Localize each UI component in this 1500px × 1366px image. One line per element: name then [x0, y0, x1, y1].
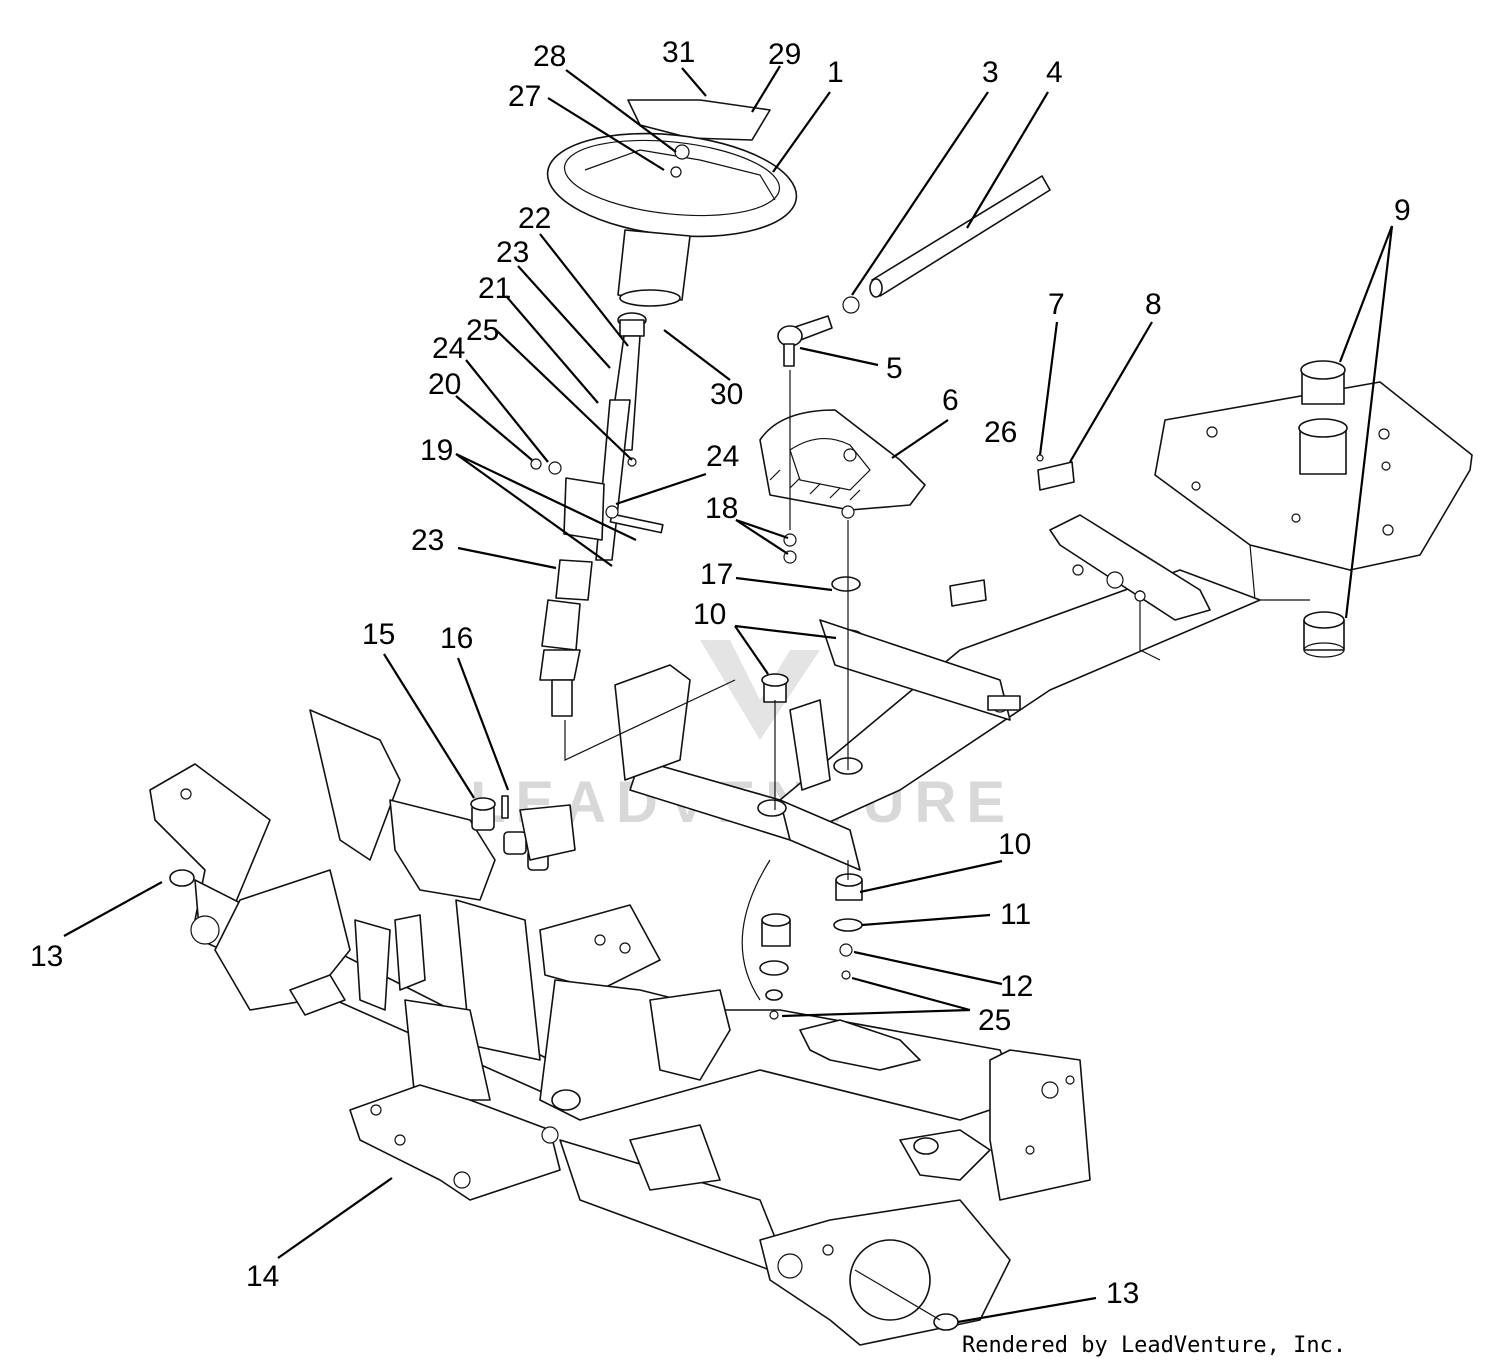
- callout-23-lower: 23: [411, 524, 444, 557]
- callout-6: 6: [942, 384, 959, 417]
- bolt-19: [605, 505, 664, 534]
- tie-rod: [777, 175, 1051, 367]
- callout-29: 29: [768, 38, 801, 71]
- upper-frame: [614, 514, 1261, 871]
- callout-11: 11: [1000, 898, 1031, 931]
- nut-20: [530, 458, 542, 470]
- callout-25-upper: 25: [466, 314, 499, 347]
- left-bracket-assembly: [309, 709, 576, 901]
- callout-20: 20: [428, 368, 461, 401]
- callout-23-upper: 23: [496, 236, 529, 269]
- decal-plates: [949, 454, 1075, 607]
- callout-30: 30: [710, 378, 743, 411]
- callout-10-upper: 10: [693, 598, 726, 631]
- callout-10-lower: 10: [998, 828, 1031, 861]
- callout-3: 3: [982, 56, 999, 89]
- nut-18a: [783, 533, 797, 547]
- callout-24-left: 24: [432, 332, 465, 365]
- callout-12: 12: [1000, 970, 1033, 1003]
- leader-lines: [63, 65, 1394, 1324]
- washer-17: [831, 576, 861, 592]
- washer-24: [548, 461, 562, 475]
- rear-plate: [1154, 381, 1473, 601]
- callout-27: 27: [508, 80, 541, 113]
- callout-22: 22: [518, 202, 551, 235]
- callout-13-right: 13: [1106, 1277, 1139, 1310]
- callout-13-left: 13: [30, 940, 63, 973]
- callout-14: 14: [246, 1260, 279, 1293]
- callout-4: 4: [1046, 56, 1063, 89]
- callout-28: 28: [533, 40, 566, 73]
- steering-wheel: [546, 99, 798, 307]
- callout-24-right: 24: [706, 440, 739, 473]
- callout-16: 16: [440, 622, 473, 655]
- callout-8: 8: [1145, 288, 1162, 321]
- callout-19: 19: [420, 434, 453, 467]
- callout-7: 7: [1048, 288, 1065, 321]
- callout-17: 17: [700, 558, 733, 591]
- callout-18: 18: [705, 492, 738, 525]
- callout-15: 15: [362, 618, 395, 651]
- front-axle-frame: [149, 763, 1091, 1346]
- callout-21: 21: [478, 272, 511, 305]
- callout-numbers: 1 3 4 5 6 7 8 9 10 10 11 12 13 13 14 15 …: [30, 36, 1411, 1310]
- callout-1: 1: [827, 56, 844, 89]
- callout-26: 26: [984, 416, 1017, 449]
- steering-sector-gear: [759, 409, 926, 519]
- watermark-logo: [700, 640, 820, 740]
- callout-25-lower: 25: [978, 1004, 1011, 1037]
- callout-5: 5: [886, 352, 903, 385]
- steering-shaft: [539, 312, 647, 717]
- lower-bushings: [169, 869, 959, 1331]
- bushings-9: [1298, 360, 1348, 658]
- callout-31: 31: [662, 36, 695, 69]
- credit-text: Rendered by LeadVenture, Inc.: [962, 1333, 1346, 1358]
- callout-9: 9: [1394, 194, 1411, 227]
- assembly-lines: [564, 370, 941, 1321]
- setscrew-25: [627, 457, 637, 467]
